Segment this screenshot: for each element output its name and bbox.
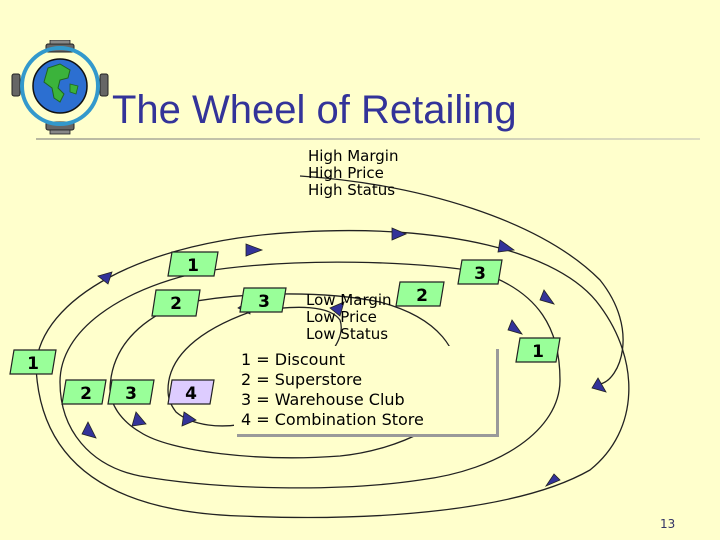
low-label: Low Price [306,308,377,326]
badge-second-right: 2 [395,281,445,307]
badge-label: 2 [80,384,92,404]
arrow-mark [245,243,264,257]
legend-item: 3 = Warehouse Club [241,390,405,409]
badge-label: 1 [187,256,199,276]
page-number: 13 [660,517,676,531]
slide-title: The Wheel of Retailing [112,88,517,132]
store-type-legend: 1 = Discount 2 = Superstore 3 = Warehous… [234,346,496,434]
legend-item: 1 = Discount [241,350,345,369]
badge-label: 4 [185,384,197,404]
arrow-mark [497,239,516,253]
outer-wheel-path [35,229,630,519]
badge-label: 2 [416,286,428,306]
badge-label: 1 [27,354,39,374]
badge-label: 3 [474,264,486,284]
badge-second-bottom: 2 [61,379,107,405]
badge-label: 2 [170,294,182,314]
arrow-mark [131,411,147,427]
low-label: Low Status [306,325,389,343]
badge-third-top: 3 [239,287,287,313]
arrow-mark [539,289,555,305]
low-label: Low Margin [306,291,392,309]
high-position-labels: High Margin High Price High Status [308,148,398,199]
badge-outer-right: 1 [515,337,561,363]
badge-third-bottom: 3 [107,379,155,405]
low-position-labels: Low Margin Low Price Low Status [306,292,392,343]
badge-label: 3 [125,384,137,404]
badge-second-top: 2 [151,289,201,317]
legend-item: 4 = Combination Store [241,410,424,429]
badge-inner-bottom: 4 [167,379,215,405]
origin-spiral-path [299,175,624,385]
badge-third-right: 3 [457,259,503,285]
globe-logo-icon [11,40,109,135]
high-label: High Margin [308,147,399,165]
arrow-mark [544,473,561,487]
arrow-mark [391,227,408,241]
arrow-mark [181,411,197,427]
badge-label: 3 [258,292,270,312]
arrow-mark [97,271,113,285]
badge-outer-left: 1 [9,349,57,375]
badge-label: 1 [532,342,544,362]
arrow-mark [329,301,345,317]
arrow-mark [81,421,97,439]
high-label: High Status [308,181,396,199]
arrow-mark [591,377,607,393]
legend-item: 2 = Superstore [241,370,363,389]
arrow-mark [507,319,523,335]
badge-outer-top: 1 [167,251,219,277]
high-label: High Price [308,164,384,182]
title-divider [36,138,700,140]
